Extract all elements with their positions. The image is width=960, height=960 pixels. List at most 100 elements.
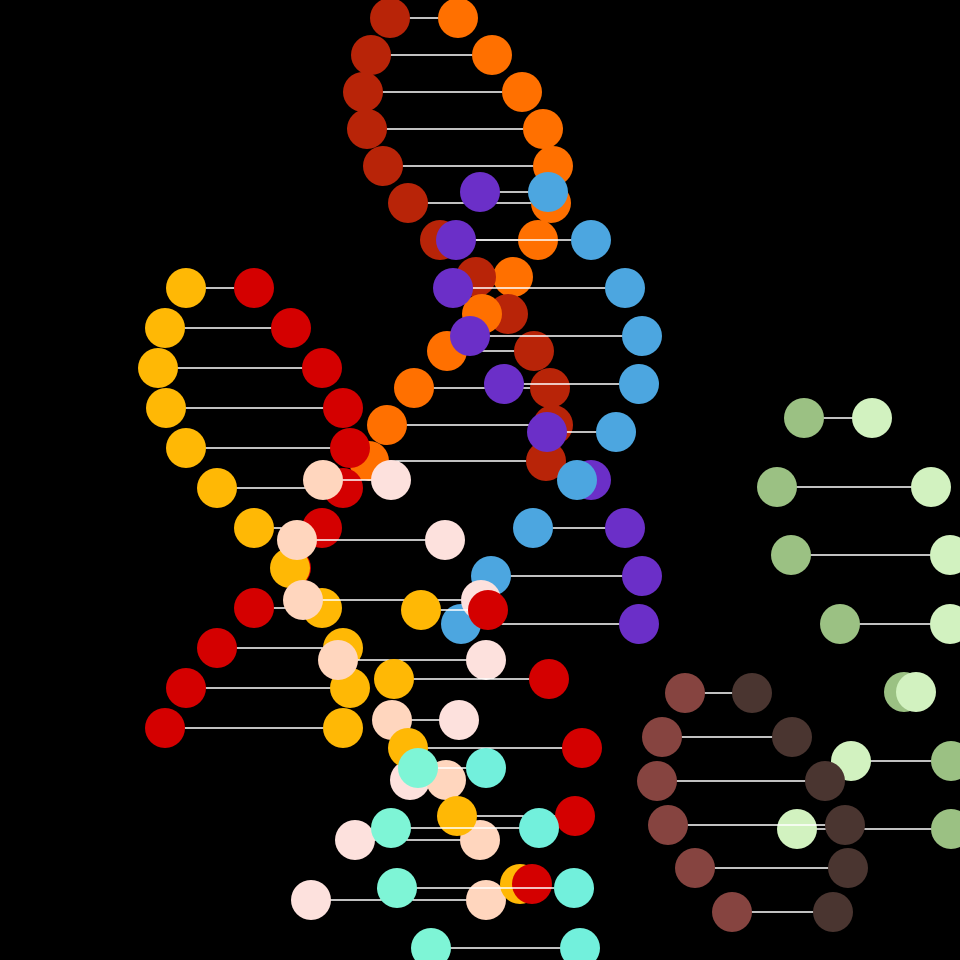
nucleotide-right (438, 0, 478, 38)
base-pair (557, 460, 611, 500)
nucleotide-left (450, 316, 490, 356)
nucleotide-right (930, 604, 960, 644)
base-pair (401, 590, 508, 630)
base-pair (166, 428, 370, 468)
nucleotide-right (528, 172, 568, 212)
base-pair (318, 640, 506, 680)
nucleotide-left (377, 868, 417, 908)
nucleotide-right (472, 35, 512, 75)
base-pair (513, 508, 645, 548)
nucleotide-right (622, 316, 662, 356)
nucleotide-right (145, 708, 185, 748)
nucleotide-right (852, 398, 892, 438)
base-pair (343, 72, 542, 112)
nucleotide-right (330, 428, 370, 468)
base-pair (370, 0, 478, 38)
nucleotide-left (514, 331, 554, 371)
helix-teal (371, 748, 600, 960)
base-pair (427, 331, 554, 371)
nucleotide-left (277, 520, 317, 560)
base-pair (145, 708, 363, 748)
nucleotide-right (828, 848, 868, 888)
base-pair (456, 257, 533, 297)
base-pair (665, 673, 772, 713)
base-pair (437, 796, 595, 836)
nucleotide-left (619, 604, 659, 644)
nucleotide-left (757, 467, 797, 507)
nucleotide-right (371, 460, 411, 500)
nucleotide-left (605, 508, 645, 548)
nucleotide-left (771, 535, 811, 575)
base-pair (433, 268, 645, 308)
base-pair (471, 556, 662, 596)
nucleotide-left (433, 268, 473, 308)
base-pair (138, 348, 342, 388)
nucleotide-right (394, 368, 434, 408)
base-pair (291, 880, 506, 920)
nucleotide-left (527, 412, 567, 452)
base-pair (372, 700, 479, 740)
nucleotide-left (374, 659, 414, 699)
base-pair (460, 172, 568, 212)
nucleotide-left (642, 717, 682, 757)
nucleotide-right (468, 590, 508, 630)
nucleotide-right (557, 460, 597, 500)
nucleotide-right (555, 796, 595, 836)
nucleotide-left (351, 35, 391, 75)
nucleotide-right (911, 467, 951, 507)
nucleotide-left (371, 808, 411, 848)
nucleotide-right (930, 535, 960, 575)
nucleotide-left (283, 580, 323, 620)
nucleotide-right (825, 805, 865, 845)
base-pair (146, 388, 363, 428)
nucleotide-right (529, 659, 569, 699)
base-pair (394, 368, 570, 408)
nucleotide-left (388, 183, 428, 223)
nucleotide-right (605, 268, 645, 308)
base-pair (771, 535, 960, 575)
base-pair (637, 761, 845, 801)
nucleotide-left (784, 398, 824, 438)
nucleotide-right (523, 109, 563, 149)
nucleotide-left (146, 388, 186, 428)
nucleotide-left (363, 146, 403, 186)
nucleotide-left (138, 348, 178, 388)
nucleotide-right (805, 761, 845, 801)
base-pair (277, 520, 465, 560)
base-pair (371, 808, 559, 848)
nucleotide-left (343, 72, 383, 112)
base-pair (411, 928, 600, 960)
nucleotide-right (777, 809, 817, 849)
nucleotide-right (271, 308, 311, 348)
nucleotide-right (732, 673, 772, 713)
nucleotide-right (335, 820, 375, 860)
base-pair (820, 604, 960, 644)
base-pair (377, 868, 594, 908)
base-pair (831, 741, 960, 781)
nucleotide-right (291, 880, 331, 920)
helix-yellow-red (138, 268, 370, 748)
base-pair (777, 809, 960, 849)
nucleotide-left (526, 441, 566, 481)
base-pair (145, 308, 311, 348)
nucleotide-left (931, 809, 960, 849)
nucleotide-right (166, 668, 206, 708)
nucleotide-right (519, 808, 559, 848)
base-pair (351, 35, 512, 75)
nucleotide-left (318, 640, 358, 680)
nucleotide-left (466, 880, 506, 920)
base-pair (166, 668, 370, 708)
nucleotide-left (675, 848, 715, 888)
nucleotide-left (370, 0, 410, 38)
nucleotide-right (512, 864, 552, 904)
base-pair (648, 805, 865, 845)
base-pair (303, 460, 411, 500)
nucleotide-left (398, 748, 438, 788)
nucleotide-left (347, 109, 387, 149)
base-pair (450, 316, 662, 356)
base-pair (398, 748, 506, 788)
nucleotide-left (460, 172, 500, 212)
nucleotide-left (323, 708, 363, 748)
base-pair (757, 467, 951, 507)
